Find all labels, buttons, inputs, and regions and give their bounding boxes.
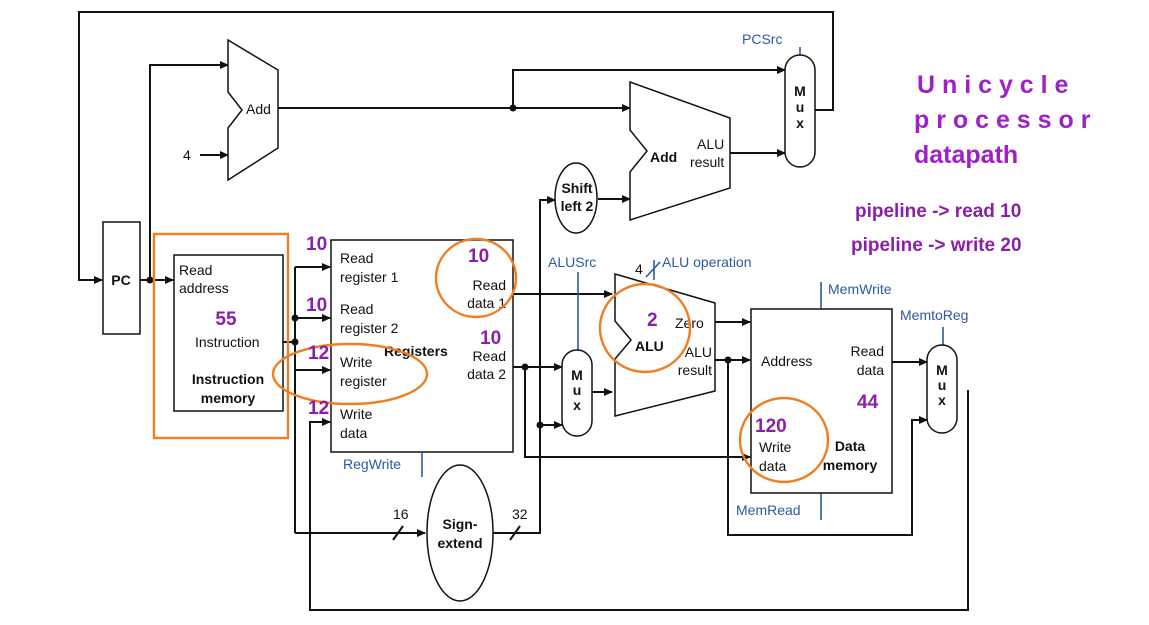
title-block: U n i c y c l e p r o c e s s o r datapa…: [851, 71, 1091, 256]
wires: [78, 11, 969, 611]
instr-read-address: Read: [179, 262, 212, 278]
memread-label: MemRead: [736, 502, 801, 518]
mux-letter: x: [938, 392, 946, 408]
shift-label: left 2: [561, 198, 594, 214]
memtoreg-label: MemtoReg: [900, 307, 968, 323]
constant-four: 4: [183, 147, 191, 163]
dm-read-data-label: data: [857, 362, 884, 378]
alu-src-mux: M u x: [561, 349, 593, 437]
reg-read-register-2: register 2: [340, 320, 399, 336]
control-labels: PCSrc ALUSrc ALU operation MemWrite Memt…: [343, 31, 968, 518]
title-line-3: datapath: [914, 141, 1018, 169]
pc-register: PC: [102, 221, 141, 335]
instr-output-label: Instruction: [195, 334, 260, 350]
instr-memory-highlight: [152, 232, 290, 440]
dm-name: memory: [823, 457, 878, 473]
latency-alu: 2: [647, 310, 658, 331]
reg-read-register-1: Read: [340, 250, 373, 266]
bits-32-label: 32: [512, 506, 528, 522]
latency-read-reg1: 10: [306, 234, 327, 255]
latency-write-data: 12: [308, 398, 329, 419]
dm-read-data-label: Read: [851, 343, 884, 359]
alu-highlight: [598, 282, 692, 374]
bits-16-label: 16: [393, 506, 409, 522]
memtoreg-mux: M u x: [926, 344, 958, 434]
alu-op-bits: 4: [635, 261, 643, 277]
latency-dm-write: 120: [755, 416, 787, 437]
reg-write-register: Write: [340, 354, 373, 370]
sign-extend: Sign- extend 16 32: [393, 464, 528, 602]
latency-read-reg2: 10: [306, 295, 327, 316]
latency-instr-mem: 55: [215, 309, 237, 330]
shift-label: Shift: [561, 180, 592, 196]
dm-write-data-label: data: [759, 458, 786, 474]
pcsrc-label: PCSrc: [742, 31, 782, 47]
latency-read-data1: 10: [468, 246, 489, 267]
mux-letter: u: [796, 99, 805, 115]
mux-letter: u: [938, 377, 947, 393]
reg-read-data-2: data 2: [467, 366, 506, 382]
reg-read-register-1: register 1: [340, 269, 399, 285]
instr-memory-name: Instruction: [192, 371, 264, 387]
register-file: Read register 1 Read register 2 Write re…: [330, 239, 514, 453]
write-data-highlight: [738, 396, 830, 484]
reg-write-register: register: [340, 373, 387, 389]
highlights: [152, 232, 830, 484]
dm-address-label: Address: [761, 353, 812, 369]
note-write: pipeline -> write 20: [851, 235, 1022, 256]
alu-result-label: result: [678, 362, 712, 378]
latency-write-reg: 12: [308, 343, 329, 364]
read-data-1-highlight: [434, 237, 518, 319]
alu-label: ALU: [635, 338, 664, 354]
pc-adder-label: Add: [246, 101, 271, 117]
branch-adder-out-1: ALU: [697, 136, 724, 152]
memwrite-label: MemWrite: [828, 281, 892, 297]
latency-numbers: 55 10 10 12 12 10 10 2 44 120: [215, 234, 878, 437]
sign-extend-label: extend: [437, 535, 482, 551]
reg-read-data-1: data 1: [467, 295, 506, 311]
reg-write-data: Write: [340, 406, 373, 422]
alu-result-label: ALU: [685, 344, 712, 360]
reg-read-register-2: Read: [340, 301, 373, 317]
mux-letter: x: [573, 397, 581, 413]
pc-adder: Add 4: [183, 38, 279, 182]
mux-letter: M: [571, 367, 583, 383]
latency-read-data2: 10: [480, 328, 501, 349]
title-line-2: p r o c e s s o r: [914, 106, 1091, 134]
mux-letter: M: [794, 83, 806, 99]
branch-adder-out-2: result: [690, 154, 724, 170]
instr-read-address: address: [179, 280, 229, 296]
reg-read-data-1: Read: [473, 277, 506, 293]
pc-source-mux: M u x: [784, 54, 816, 168]
registers-name: Registers: [384, 343, 448, 359]
write-register-highlight: [271, 342, 429, 406]
alu: ALU Zero ALU result 4: [614, 261, 716, 417]
latency-dm-read: 44: [857, 392, 879, 413]
pc-label: PC: [111, 272, 130, 288]
reg-read-data-2: Read: [473, 348, 506, 364]
dm-name: Data: [835, 438, 866, 454]
reg-write-data: data: [340, 425, 367, 441]
dm-write-data-label: Write: [759, 439, 792, 455]
instruction-memory: Read address Instruction Instruction mem…: [173, 254, 284, 412]
alusrc-label: ALUSrc: [548, 254, 596, 270]
alu-operation-label: ALU operation: [662, 254, 752, 270]
instr-memory-name: memory: [201, 390, 256, 406]
branch-adder: Add ALU result: [629, 80, 731, 222]
regwrite-label: RegWrite: [343, 456, 401, 472]
control-wires: [421, 47, 944, 520]
note-read: pipeline -> read 10: [855, 201, 1021, 222]
title-line-1: U n i c y c l e: [917, 71, 1069, 99]
shift-left-2: Shift left 2: [554, 162, 598, 234]
mux-letter: u: [573, 382, 582, 398]
sign-extend-label: Sign-: [443, 516, 478, 532]
mux-letter: M: [936, 362, 948, 378]
branch-adder-label: Add: [650, 149, 677, 165]
mux-letter: x: [796, 115, 804, 131]
